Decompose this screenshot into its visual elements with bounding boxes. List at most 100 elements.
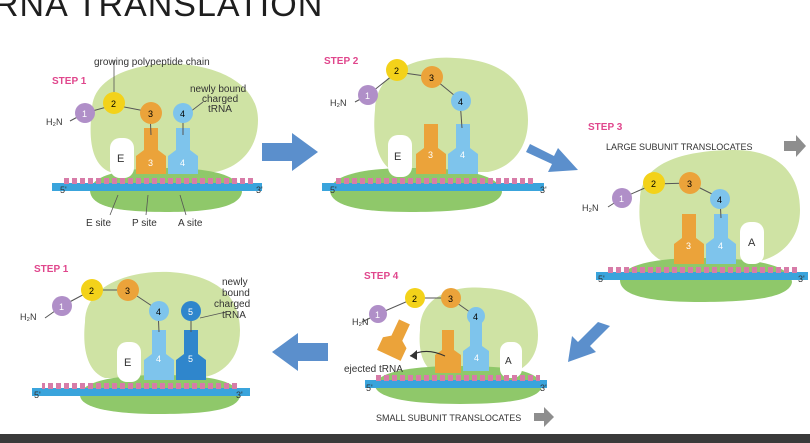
aa-circle: 3 (441, 288, 461, 308)
step4-label: STEP 4 (364, 271, 399, 282)
bottom-bar (0, 434, 810, 443)
svg-text:5: 5 (188, 307, 193, 317)
newly-bound-line1: newly bound (190, 84, 246, 95)
aa-circle: 4 (467, 307, 485, 325)
svg-text:2: 2 (394, 66, 399, 76)
step3-label: STEP 3 (588, 122, 623, 133)
svg-text:1: 1 (82, 109, 87, 119)
small-translocates-label: SMALL SUBUNIT TRANSLOCATES (376, 413, 521, 423)
five-prime-3: 5' (598, 274, 605, 284)
trna-num: 3 (686, 241, 691, 251)
svg-text:2: 2 (111, 99, 116, 109)
three-prime-5: 3' (236, 390, 243, 400)
svg-text:2: 2 (412, 294, 417, 304)
trna-num: 5 (188, 354, 193, 364)
svg-text:3: 3 (448, 294, 453, 304)
svg-text:1: 1 (59, 302, 64, 312)
aa-circle: 5 (181, 301, 201, 321)
svg-text:4: 4 (156, 307, 161, 317)
site-e-panel5: E (124, 357, 131, 369)
aa-circle: 1 (369, 305, 387, 323)
svg-text:4: 4 (473, 312, 478, 322)
svg-text:1: 1 (619, 194, 624, 204)
svg-text:3: 3 (125, 286, 130, 296)
panel-step2 (322, 57, 544, 212)
aa-circle: 2 (386, 59, 408, 81)
site-e-panel2: E (394, 151, 401, 163)
step1-label: STEP 1 (52, 76, 87, 87)
trna-num: 3 (148, 158, 153, 168)
aa-circle: 1 (612, 188, 632, 208)
five-prime-5: 5' (34, 390, 41, 400)
newly-line2-b: bound (222, 288, 250, 299)
panel-step4 (361, 287, 547, 404)
aa-circle: 3 (679, 172, 701, 194)
svg-text:1: 1 (375, 310, 380, 320)
svg-text:4: 4 (458, 97, 463, 107)
trna-num: 4 (180, 158, 185, 168)
site-e-panel1: E (117, 153, 124, 165)
five-prime-1: 5' (60, 185, 67, 195)
h2n-panel1: H₂N (46, 117, 63, 127)
h2n-panel3: H₂N (582, 203, 599, 213)
panel-step1-repeat (32, 271, 250, 414)
newly-line1-b: newly (222, 277, 248, 288)
aa-circle: 3 (140, 102, 162, 124)
h2n-panel2: H₂N (330, 98, 347, 108)
aa-circle: 2 (103, 92, 125, 114)
svg-text:2: 2 (89, 286, 94, 296)
aa-circle: 4 (149, 301, 169, 321)
large-translocates-label: LARGE SUBUNIT TRANSLOCATES (606, 142, 753, 152)
step1-repeat-label: STEP 1 (34, 264, 69, 275)
arrow-right-1 (262, 133, 318, 171)
trna-num: 4 (474, 353, 479, 363)
site-a-panel4: A (505, 356, 512, 367)
step2-label: STEP 2 (324, 56, 359, 67)
aa-circle: 3 (421, 66, 443, 88)
trna-num: 4 (460, 150, 465, 160)
three-prime-3: 3' (798, 274, 805, 284)
newly-line4-b: tRNA (222, 310, 246, 321)
aa-circle: 4 (710, 189, 730, 209)
svg-text:3: 3 (429, 73, 434, 83)
newly-bound-line3: tRNA (208, 104, 232, 115)
growing-chain-label: growing polypeptide chain (94, 57, 210, 68)
aa-circle: 1 (75, 103, 95, 123)
newly-line3-b: charged (214, 299, 250, 310)
amino-acids: 1 2 3 4 1 2 3 4 1 2 3 4 1 2 3 4 1 2 3 4 … (52, 59, 730, 325)
aa-circle: 2 (405, 288, 425, 308)
page-title: RNA TRANSLATION (0, 0, 324, 24)
svg-text:3: 3 (148, 109, 153, 119)
ejected-trna-label: ejected tRNA (344, 364, 403, 375)
trna-num: 4 (156, 354, 161, 364)
newly-bound-line2: charged (202, 94, 238, 105)
p-site-label: P site (132, 218, 157, 229)
three-prime-4: 3' (540, 383, 547, 393)
arrow-down-left (568, 322, 610, 362)
a-site-label: A site (178, 218, 203, 229)
arrow-small-right-large (784, 135, 806, 157)
process-arrows (262, 133, 806, 427)
three-prime-2: 3' (540, 185, 547, 195)
svg-text:3: 3 (687, 179, 692, 189)
arrow-down-right (526, 144, 578, 172)
svg-text:1: 1 (365, 91, 370, 101)
aa-circle: 4 (173, 103, 193, 123)
h2n-panel5: H₂N (20, 312, 37, 322)
aa-circle: 3 (117, 279, 139, 301)
e-site-label: E site (86, 218, 111, 229)
aa-circle: 2 (643, 172, 665, 194)
h2n-panel4: H₂N (352, 317, 369, 327)
svg-text:4: 4 (180, 109, 185, 119)
aa-circle: 2 (81, 279, 103, 301)
five-prime-2: 5' (330, 185, 337, 195)
aa-circle: 4 (451, 91, 471, 111)
svg-text:2: 2 (651, 179, 656, 189)
three-prime-1: 3' (256, 185, 263, 195)
arrow-left (272, 333, 328, 371)
site-a-panel3: A (748, 237, 756, 249)
aa-circle: 1 (52, 296, 72, 316)
aa-circle: 1 (358, 85, 378, 105)
